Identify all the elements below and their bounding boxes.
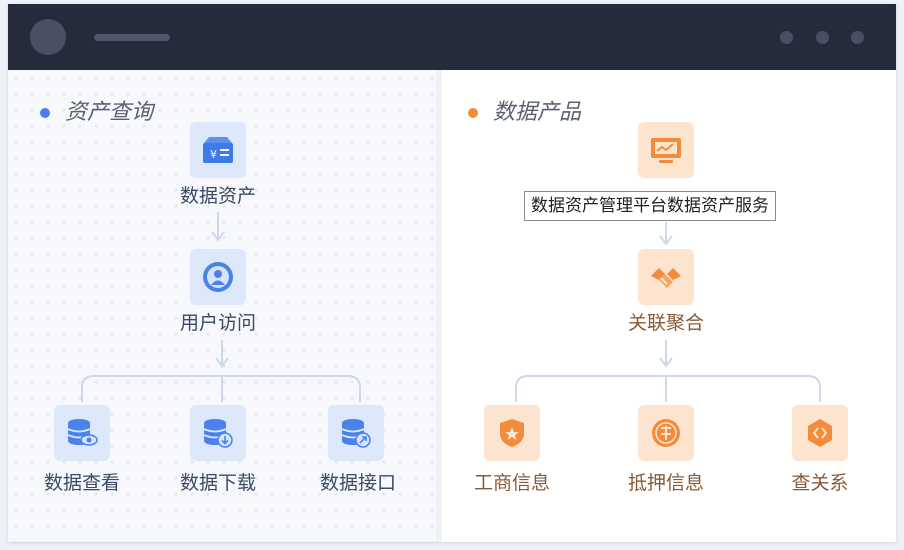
top-product-node[interactable] (638, 122, 694, 178)
relation-aggregation-node[interactable] (638, 249, 694, 305)
user-access-label: 用户访问 (179, 312, 256, 334)
shield-star-icon (500, 419, 524, 447)
chart-board-icon (651, 138, 681, 163)
tooltip: 数据资产管理平台数据资产服务 (524, 191, 776, 221)
data-view-label: 数据查看 (43, 472, 120, 494)
business-info-node[interactable] (484, 405, 540, 461)
data-api-label: 数据接口 (319, 472, 396, 494)
asset-query-bullet-icon (40, 108, 50, 118)
asset-query-title: 资产查询 (65, 100, 154, 125)
relation-aggregation-label: 关联聚合 (627, 312, 704, 334)
database-download-icon (203, 419, 233, 448)
user-access-node[interactable] (190, 249, 246, 305)
id-card-icon: ¥ (203, 137, 233, 163)
app-window: 资产查询 数据产品 ¥ 数据资产 用户访问 (8, 4, 896, 542)
title-placeholder (94, 34, 170, 41)
data-download-label: 数据下载 (179, 472, 256, 494)
check-relations-node[interactable] (792, 405, 848, 461)
window-dot-3-icon[interactable] (851, 31, 864, 44)
hexagon-link-icon (808, 419, 832, 447)
window-dot-2-icon[interactable] (816, 31, 829, 44)
avatar[interactable] (30, 19, 66, 55)
svg-text:¥: ¥ (210, 148, 217, 161)
mortgage-info-node[interactable] (638, 405, 694, 461)
data-view-node[interactable] (54, 405, 110, 461)
data-api-node[interactable] (328, 405, 384, 461)
panel-divider (436, 70, 442, 542)
mortgage-info-label: 抵押信息 (627, 472, 704, 494)
data-assets-node[interactable]: ¥ (190, 122, 246, 178)
database-eye-icon (67, 419, 98, 446)
title-bar (8, 4, 896, 70)
check-relations-label: 查关系 (791, 472, 849, 494)
user-icon (203, 262, 233, 292)
connector-lines (81, 212, 821, 402)
business-info-label: 工商信息 (473, 472, 550, 494)
handshake-icon (651, 268, 681, 288)
window-dot-1-icon[interactable] (780, 31, 793, 44)
data-product-title: 数据产品 (493, 100, 582, 125)
data-assets-label: 数据资产 (179, 185, 256, 207)
data-download-node[interactable] (190, 405, 246, 461)
data-product-bullet-icon (468, 108, 478, 118)
mortgage-stamp-icon (652, 419, 680, 447)
database-link-icon (341, 419, 371, 448)
